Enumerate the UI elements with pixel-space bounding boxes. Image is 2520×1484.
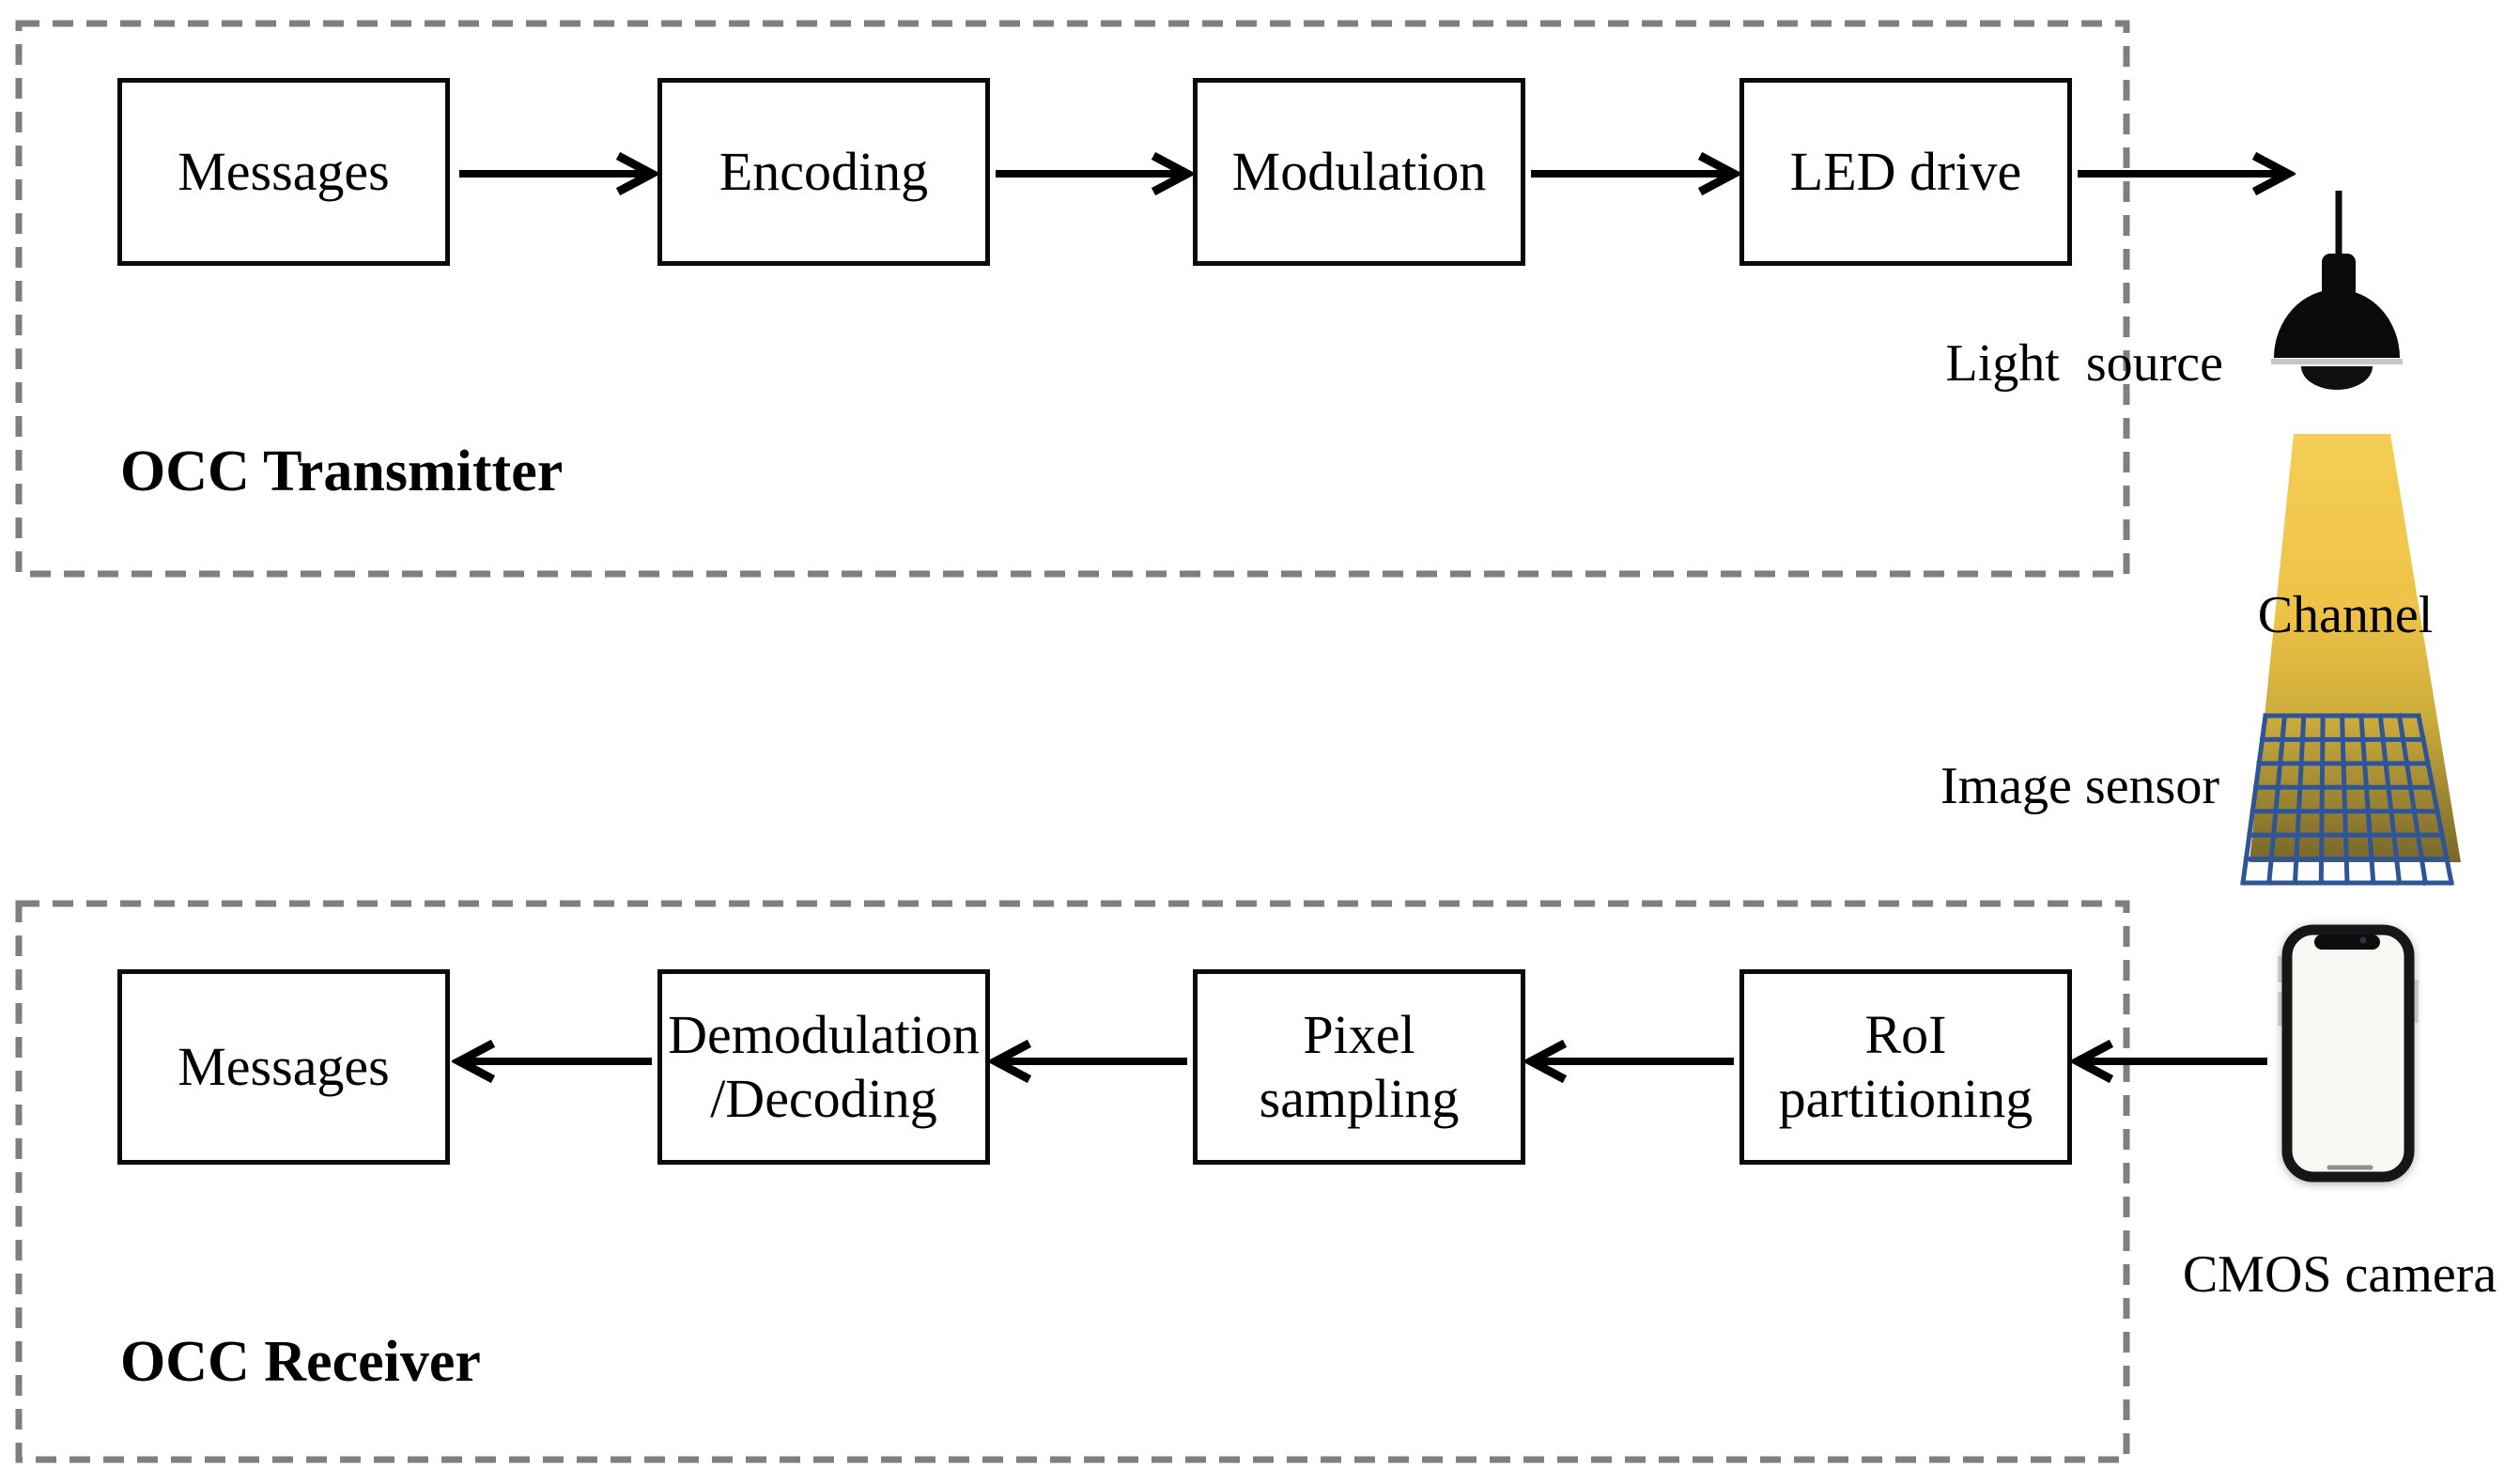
pendant-lamp-icon	[2271, 191, 2403, 390]
box-label: Encoding	[719, 140, 929, 202]
box-modulation: Modulation	[1193, 78, 1525, 266]
receiver-title: OCC Receiver	[120, 1330, 481, 1394]
box-encoding: Encoding	[657, 78, 990, 266]
box-label: LED drive	[1789, 140, 2022, 202]
phone-camera-dot	[2359, 936, 2367, 944]
phone-volume-button	[2278, 956, 2284, 982]
box-label: Messages	[178, 1035, 390, 1097]
phone-volume-button	[2278, 992, 2284, 1026]
transmitter-dashed-frame	[15, 20, 2130, 578]
smartphone-icon	[2278, 924, 2419, 1183]
box-pixel-sampling: Pixel sampling	[1193, 969, 1525, 1165]
box-led-drive: LED drive	[1739, 78, 2072, 266]
box-demodulation-decoding: Demodulation /Decoding	[657, 969, 990, 1165]
cmos-camera-label: CMOS camera	[2182, 1245, 2497, 1304]
box-label: Modulation	[1231, 140, 1487, 202]
receiver-dashed-frame	[15, 900, 2130, 1463]
image-sensor-grid-icon	[2240, 713, 2454, 886]
channel-label: Channel	[2257, 586, 2434, 644]
box-label: Messages	[178, 140, 390, 202]
transmitter-title: OCC Transmitter	[120, 440, 564, 503]
image-sensor-label: Image sensor	[1940, 757, 2219, 815]
box-roi-partitioning: RoI partitioning	[1739, 969, 2072, 1165]
phone-notch	[2314, 935, 2380, 950]
box-label: RoI partitioning	[1778, 1003, 2033, 1129]
box-messages-tx: Messages	[117, 78, 450, 266]
phone-body	[2281, 924, 2415, 1183]
flow-arrows	[459, 174, 2288, 1061]
phone-power-button	[2412, 980, 2419, 1023]
light-source-label: Light source	[1945, 334, 2223, 393]
box-label: Demodulation /Decoding	[668, 1003, 980, 1129]
box-label: Pixel sampling	[1259, 1003, 1460, 1129]
box-messages-rx: Messages	[117, 969, 450, 1165]
light-beam	[2249, 434, 2461, 862]
